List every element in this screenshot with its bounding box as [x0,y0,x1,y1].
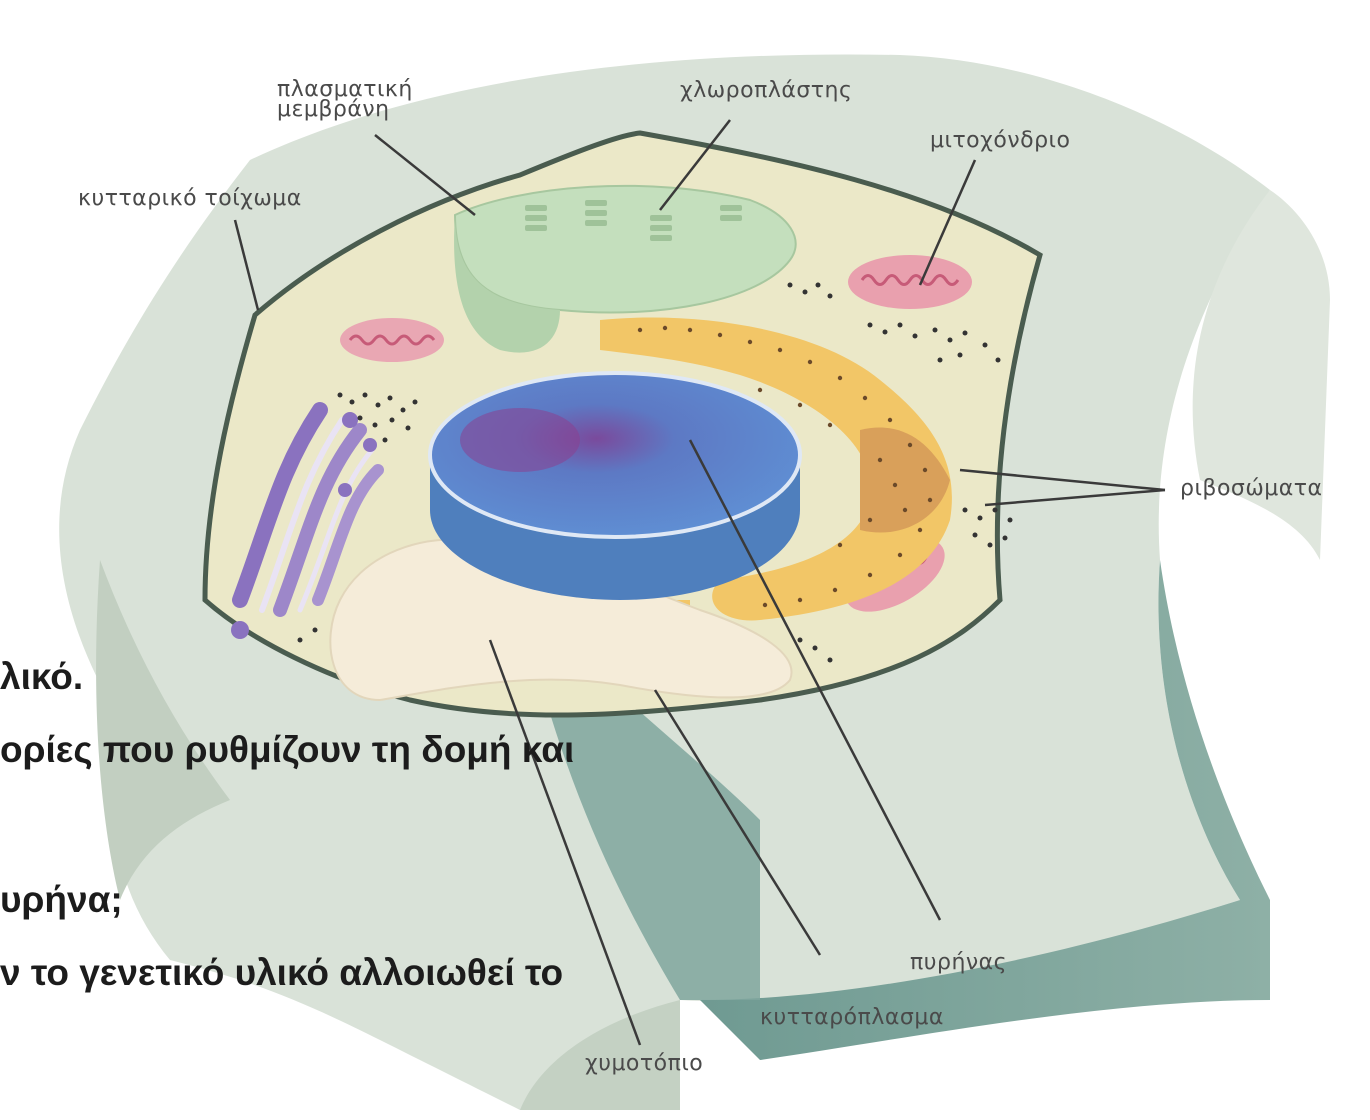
overlay-text-line-2: ορίες που ρυθμίζουν τη δομή και [0,730,574,770]
mitochondrion-1 [340,318,444,362]
overlay-text-line-1: λικό. [0,657,83,697]
label-plasma-membrane: πλασματική μεμβράνη [277,80,413,120]
overlay-text-line-3: υρήνα; [0,880,123,920]
label-cell-wall: κυτταρικό τοίχωμα [78,188,302,210]
mitochondrion-2 [848,255,972,309]
label-mitochondrion: μιτοχόνδριο [930,130,1070,152]
label-cytoplasm: κυτταρόπλασμα [760,1007,944,1029]
label-vacuole: χυμοτόπιο [585,1053,703,1075]
overlay-text-line-4: ν το γενετικό υλικό αλλοιωθεί το [0,953,563,993]
nucleolus [460,408,580,472]
label-nucleus: πυρήνας [910,952,1007,974]
label-chloroplast: χλωροπλάστης [680,80,852,102]
label-ribosomes: ριβοσώματα [1180,478,1323,500]
nucleus [430,373,800,600]
